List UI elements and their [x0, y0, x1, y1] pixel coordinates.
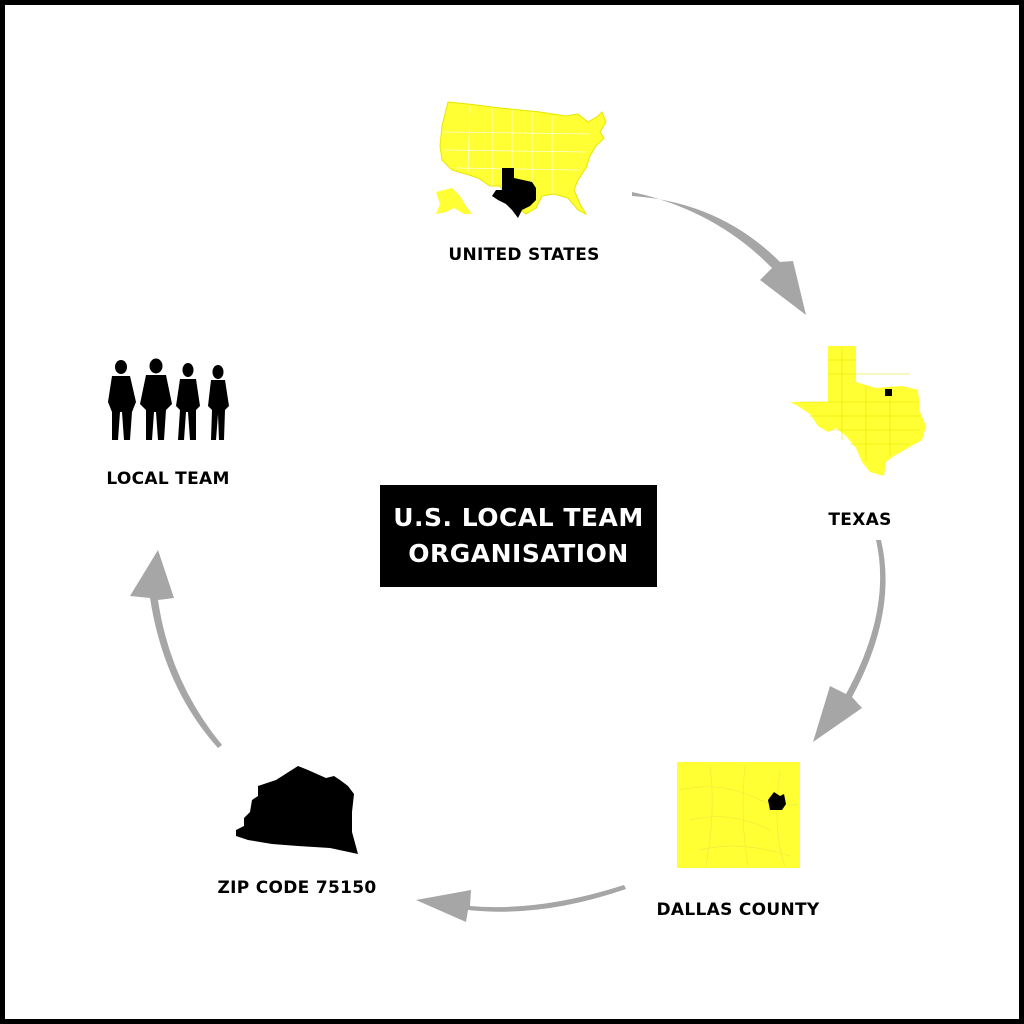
- person-silhouette-icon: [108, 360, 136, 440]
- label-dallas-county: DALLAS COUNTY: [656, 900, 820, 920]
- arrow-dallas-to-zip: [416, 885, 626, 922]
- label-local-team: LOCAL TEAM: [106, 469, 230, 489]
- dallas-marker-icon: [885, 389, 892, 396]
- person-silhouette-icon: [208, 365, 229, 440]
- title-line-2: ORGANISATION: [408, 539, 629, 568]
- label-zip-code: ZIP CODE 75150: [217, 878, 377, 898]
- title-box: U.S. LOCAL TEAM ORGANISATION: [380, 485, 657, 587]
- person-silhouette-icon: [176, 363, 200, 440]
- zip-marker-icon: [768, 792, 786, 810]
- title-line-1: U.S. LOCAL TEAM: [393, 503, 644, 532]
- arrow-texas-to-dallas: [813, 540, 886, 742]
- label-united-states: UNITED STATES: [448, 245, 600, 265]
- person-silhouette-icon: [140, 358, 172, 440]
- arrow-zip-to-local: [130, 550, 222, 748]
- label-texas: TEXAS: [828, 510, 892, 530]
